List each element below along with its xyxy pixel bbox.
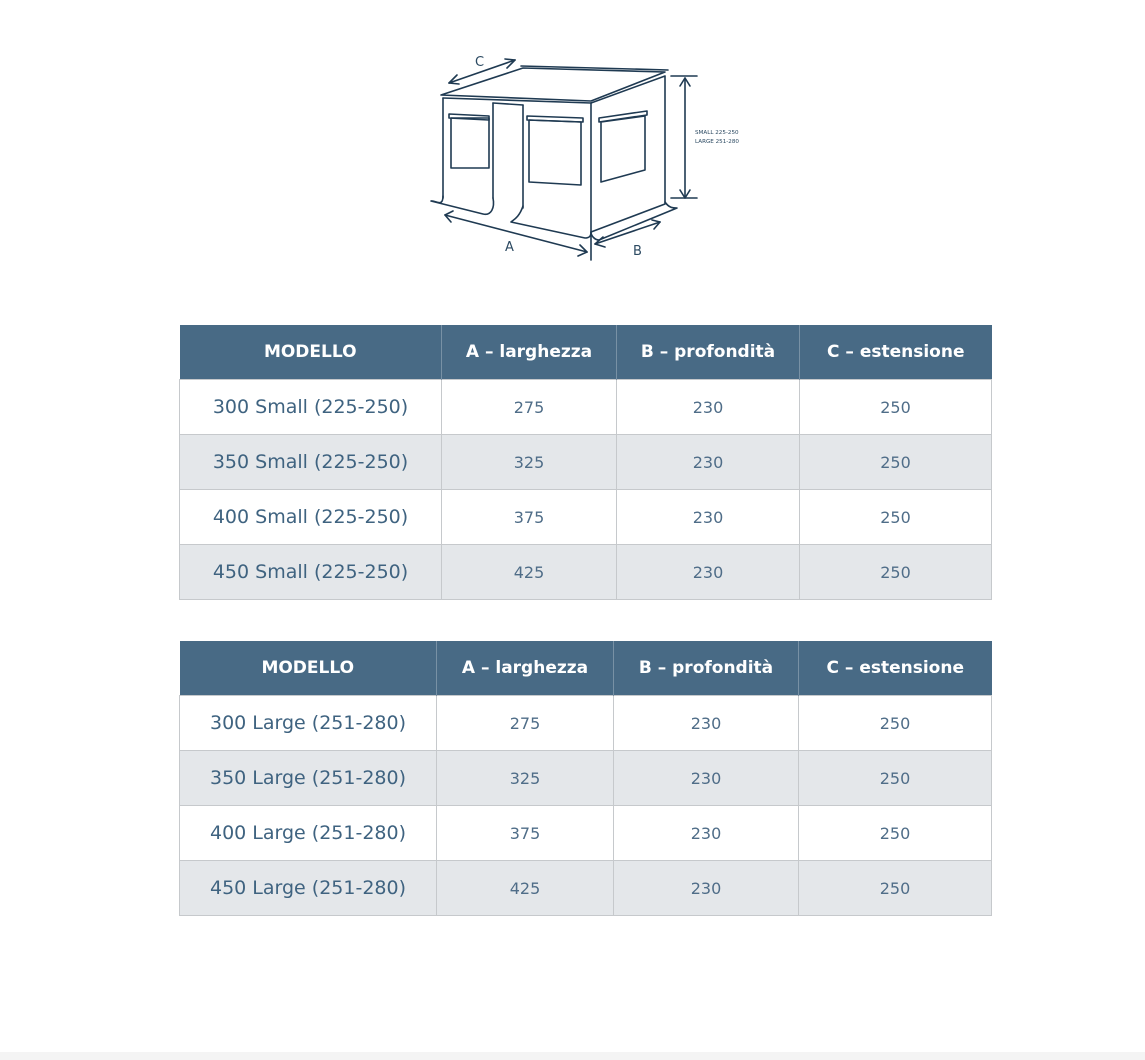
table-row: 300 Large (251-280) 275 230 250 <box>179 695 992 751</box>
cell-b: 230 <box>613 695 799 751</box>
table-row: 400 Large (251-280) 375 230 250 <box>179 805 992 861</box>
header-b-profondita: B – profondità <box>613 641 799 696</box>
header-b-profondita: B – profondità <box>616 325 800 380</box>
cell-model: 300 Large (251-280) <box>179 695 437 751</box>
table-header-row: MODELLO A – larghezza B – profondità C –… <box>179 325 992 380</box>
window-side <box>600 115 646 183</box>
cell-model: 350 Large (251-280) <box>179 750 437 806</box>
table-row: 300 Small (225-250) 275 230 250 <box>179 379 992 435</box>
header-modello: MODELLO <box>179 641 437 696</box>
large-models-table: MODELLO A – larghezza B – profondità C –… <box>179 641 992 916</box>
cell-c: 250 <box>798 695 992 751</box>
label-b: B <box>633 244 642 259</box>
cell-a: 275 <box>441 379 617 435</box>
dim-b-arrow-end <box>651 219 661 230</box>
cell-b: 230 <box>613 860 799 916</box>
side-wall-outline <box>590 75 666 233</box>
cell-c: 250 <box>799 379 992 435</box>
table-header-row: MODELLO A – larghezza B – profondità C –… <box>179 641 992 696</box>
door-top <box>492 102 524 106</box>
cell-b: 230 <box>616 489 800 545</box>
window-center <box>528 119 582 186</box>
front-right-skirt <box>510 205 592 239</box>
window-side-roll <box>598 110 648 123</box>
table-row: 450 Small (225-250) 425 230 250 <box>179 544 992 600</box>
door-panel <box>492 102 524 209</box>
roof-outline <box>440 67 666 102</box>
dim-height-arrow-top <box>679 77 691 87</box>
awning-rail <box>520 65 669 71</box>
dim-height-arrow-bottom <box>679 189 691 199</box>
dim-c-arrow-end <box>504 58 516 69</box>
dim-a-line <box>444 214 588 253</box>
cell-model: 450 Small (225-250) <box>179 544 442 600</box>
cell-model: 450 Large (251-280) <box>179 860 437 916</box>
label-height-large: LARGE 251-280 <box>695 139 739 145</box>
cell-model: 400 Large (251-280) <box>179 805 437 861</box>
cell-c: 250 <box>799 544 992 600</box>
dim-b-line <box>594 221 661 245</box>
cell-model: 400 Small (225-250) <box>179 489 442 545</box>
dim-c-arrow-start <box>448 74 460 85</box>
awning-dimension-diagram: C A B SMALL 225-250 LARGE 251-280 <box>425 48 755 268</box>
front-left-skirt <box>430 195 495 216</box>
small-models-table: MODELLO A – larghezza B – profondità C –… <box>179 325 992 600</box>
header-a-larghezza: A – larghezza <box>436 641 614 696</box>
cell-c: 250 <box>798 750 992 806</box>
cell-model: 300 Small (225-250) <box>179 379 442 435</box>
label-c: C <box>475 55 484 70</box>
cell-c: 250 <box>799 489 992 545</box>
awning-diagram-svg: C A B SMALL 225-250 LARGE 251-280 <box>430 55 739 261</box>
cell-a: 375 <box>436 805 614 861</box>
dim-a-arrow-end <box>577 244 588 257</box>
cell-a: 425 <box>436 860 614 916</box>
dim-a-arrow-start <box>444 210 454 223</box>
window-left <box>450 117 490 169</box>
header-modello: MODELLO <box>179 325 442 380</box>
cell-b: 230 <box>613 805 799 861</box>
cell-a: 325 <box>436 750 614 806</box>
dim-c-line <box>448 59 516 84</box>
side-skirt <box>590 201 678 241</box>
cell-a: 325 <box>441 434 617 490</box>
label-a: A <box>505 240 514 255</box>
cell-b: 230 <box>616 379 800 435</box>
cell-a: 425 <box>441 544 617 600</box>
window-center-roll <box>526 115 584 123</box>
dim-b-arrow-start <box>594 236 606 248</box>
cell-c: 250 <box>798 860 992 916</box>
header-a-larghezza: A – larghezza <box>441 325 617 380</box>
cell-a: 275 <box>436 695 614 751</box>
front-top-edge <box>442 97 592 104</box>
cell-a: 375 <box>441 489 617 545</box>
page-bottom-strip <box>0 1052 1145 1060</box>
table-row: 400 Small (225-250) 375 230 250 <box>179 489 992 545</box>
cell-c: 250 <box>798 805 992 861</box>
cell-model: 350 Small (225-250) <box>179 434 442 490</box>
header-c-estensione: C – estensione <box>798 641 992 696</box>
cell-c: 250 <box>799 434 992 490</box>
window-left-roll <box>448 113 490 121</box>
table-row: 450 Large (251-280) 425 230 250 <box>179 860 992 916</box>
table-row: 350 Small (225-250) 325 230 250 <box>179 434 992 490</box>
label-height-small: SMALL 225-250 <box>695 130 739 136</box>
cell-b: 230 <box>616 544 800 600</box>
cell-b: 230 <box>616 434 800 490</box>
dim-height-ticks <box>670 75 698 199</box>
table-row: 350 Large (251-280) 325 230 250 <box>179 750 992 806</box>
cell-b: 230 <box>613 750 799 806</box>
header-c-estensione: C – estensione <box>799 325 992 380</box>
